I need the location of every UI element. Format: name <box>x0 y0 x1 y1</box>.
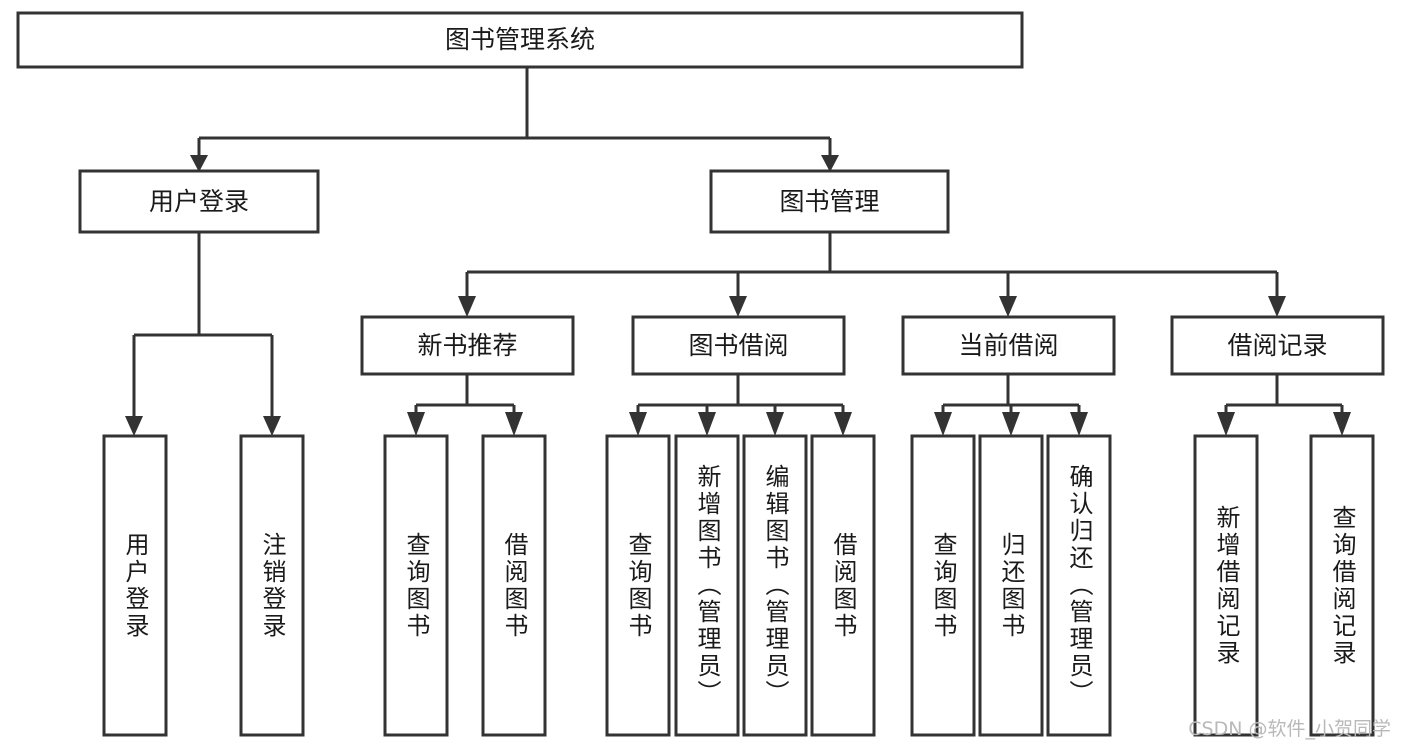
arrow-head-leaf-edit-book <box>766 412 784 436</box>
arrow-head-leaf-add-record <box>1217 412 1235 436</box>
arrow-head-leaf-borrow-book-1 <box>505 412 523 436</box>
arrow-head-user-login <box>190 155 208 172</box>
arrow-head-leaf-logout-login <box>263 416 281 436</box>
node-box-leaf-user-login[interactable] <box>102 434 168 737</box>
arrow-head-leaf-borrow-book-2 <box>834 412 852 436</box>
node-box-leaf-query-record[interactable] <box>1309 434 1375 737</box>
node-box-leaf-logout-login[interactable] <box>239 434 305 737</box>
arrow-head-leaf-user-login <box>125 416 143 436</box>
node-box-new-book-recommend[interactable] <box>360 315 575 376</box>
node-box-leaf-borrow-book-2[interactable] <box>810 434 876 737</box>
node-box-leaf-query-book-3[interactable] <box>910 434 976 737</box>
arrow-head-borrow-record <box>1268 296 1286 317</box>
arrow-head-current-borrow <box>999 296 1017 317</box>
node-box-leaf-borrow-book-1[interactable] <box>481 434 547 737</box>
node-box-book-borrow[interactable] <box>631 315 846 376</box>
node-box-root[interactable] <box>16 11 1024 69</box>
node-box-leaf-query-book-1[interactable] <box>383 434 449 737</box>
node-box-leaf-add-book[interactable] <box>674 434 740 737</box>
node-box-leaf-query-book-2[interactable] <box>605 434 671 737</box>
arrow-head-book-management <box>821 155 839 172</box>
arrow-head-book-borrow <box>729 296 747 317</box>
arrow-head-leaf-return-book <box>1002 412 1020 436</box>
node-box-leaf-edit-book[interactable] <box>742 434 808 737</box>
arrow-head-leaf-confirm-return <box>1070 412 1088 436</box>
arrow-head-leaf-query-book-1 <box>407 412 425 436</box>
arrow-head-leaf-query-book-3 <box>934 412 952 436</box>
node-box-book-management[interactable] <box>709 169 950 234</box>
node-box-leaf-confirm-return[interactable] <box>1046 434 1112 737</box>
arrow-head-leaf-query-book-2 <box>629 412 647 436</box>
arrow-head-leaf-add-book <box>698 412 716 436</box>
node-box-borrow-record[interactable] <box>1170 315 1385 376</box>
arrow-head-leaf-query-record <box>1333 412 1351 436</box>
node-box-user-login[interactable] <box>78 169 320 234</box>
arrow-head-new-book-recommend <box>458 296 476 317</box>
node-box-leaf-return-book[interactable] <box>978 434 1044 737</box>
node-box-current-borrow[interactable] <box>901 315 1116 376</box>
node-box-leaf-add-record[interactable] <box>1193 434 1259 737</box>
